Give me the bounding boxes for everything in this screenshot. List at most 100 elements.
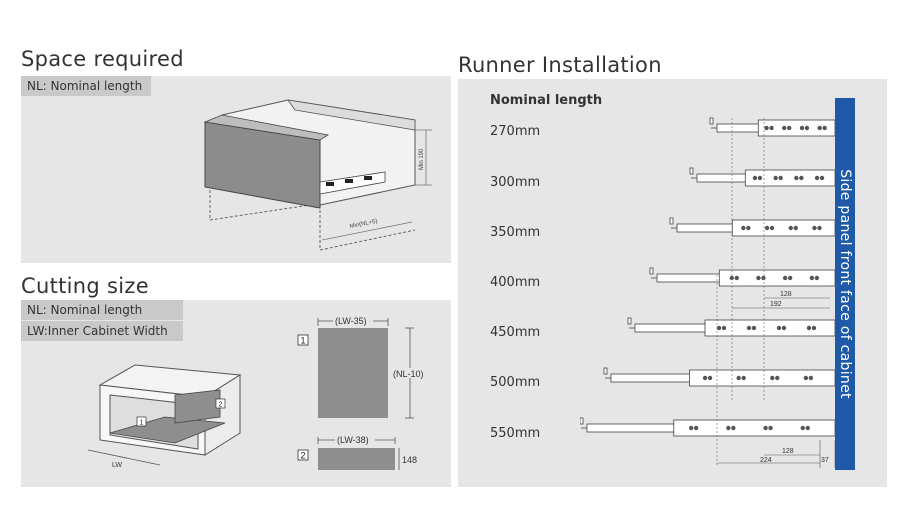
- runner-hole-6-3: [800, 425, 805, 431]
- runner-hole-4-3: [806, 325, 812, 331]
- runner-hook-4: [627, 317, 632, 325]
- part-2-diagram: 2 (LW-38) 148: [297, 434, 417, 470]
- size-400: 400mm: [490, 275, 541, 290]
- side-panel-bar: Side panel front face of cabinet: [835, 98, 855, 470]
- runner-hole-b-3-0: [734, 275, 739, 281]
- runner-hole-4-0: [716, 325, 722, 331]
- cabinet-cutting-diagram: 1 2 LW: [87, 364, 242, 469]
- runner-hole-6-0: [688, 425, 694, 431]
- runner-hole-b-5-1: [741, 375, 746, 381]
- runner-hole-b-1-3: [819, 175, 825, 181]
- runner-hole-6-1: [726, 425, 731, 431]
- runner-hole-b-5-3: [808, 375, 814, 381]
- runner-hole-b-6-2: [768, 425, 773, 431]
- dim-550-128: 128: [782, 448, 794, 455]
- runner-hole-3-2: [782, 275, 788, 281]
- runner-hole-4-1: [746, 325, 752, 331]
- side-panel-label: Side panel front face of cabinet: [837, 169, 853, 399]
- bottom-panel-shape: [109, 416, 226, 444]
- nominal-length-tag-2: NL: Nominal length: [21, 300, 183, 320]
- runner-hole-b-6-1: [731, 425, 736, 431]
- part-1-diagram: 1 (LW-35) (NL-10): [297, 315, 430, 419]
- runner-hole-1-0: [752, 175, 758, 181]
- runner-hole-b-0-1: [787, 125, 792, 131]
- nominal-length-header: Nominal length: [490, 93, 603, 108]
- runner-hole-4-2: [776, 325, 782, 331]
- cutting-size-title: Cutting size: [21, 274, 149, 298]
- runner-hole-5-2: [770, 375, 775, 381]
- part-1-height-label: (NL-10): [393, 369, 424, 379]
- size-300: 300mm: [490, 175, 541, 190]
- runner-hole-6-2: [763, 425, 768, 431]
- runner-hole-b-2-0: [746, 225, 751, 231]
- runner-hole-b-4-2: [781, 325, 787, 331]
- runner-hole-b-0-0: [769, 125, 774, 131]
- dim-550-224: 224: [760, 457, 772, 464]
- size-500: 500mm: [490, 375, 541, 390]
- runner-hole-b-5-2: [775, 375, 780, 381]
- runner-hole-2-0: [741, 225, 746, 231]
- runner-hook-5: [603, 367, 608, 375]
- runner-installation-title: Runner Installation: [458, 53, 662, 77]
- runner-hole-2-1: [764, 225, 770, 231]
- lw-label: LW: [112, 462, 122, 469]
- runner-hole-b-4-0: [721, 325, 727, 331]
- bottom-panel-rect: [318, 328, 388, 418]
- length-dim-label: Min(NL+5): [349, 219, 378, 230]
- part-2-height-label: 148: [402, 455, 417, 465]
- runner-hole-b-2-3: [817, 225, 822, 231]
- runner-hole-b-1-1: [778, 175, 783, 181]
- runner-hole-b-4-3: [811, 325, 817, 331]
- runner-hole-3-3: [809, 275, 815, 281]
- runner-hole-b-0-3: [822, 125, 827, 131]
- runner-diagram: 128 192 128 224 37: [580, 117, 836, 468]
- runner-hole-b-2-1: [769, 225, 775, 231]
- part-2-width-label: (LW-38): [337, 435, 369, 445]
- dim-400-192: 192: [770, 301, 782, 308]
- runner-hook-6: [580, 417, 584, 425]
- runner-hole-1-1: [773, 175, 778, 181]
- runner-hook-2: [669, 217, 674, 225]
- drawer-space-diagram: Min 190 Min(NL+5): [203, 99, 432, 251]
- runner-hole-b-1-0: [757, 175, 763, 181]
- runner-hole-b-1-2: [799, 175, 804, 181]
- runner-hole-5-0: [702, 375, 708, 381]
- bottom-panel-num: 1: [140, 420, 144, 427]
- back-panel-rect: [318, 448, 395, 470]
- runner-hole-b-6-3: [805, 425, 810, 431]
- size-550: 550mm: [490, 426, 541, 441]
- part-2-num: 2: [301, 451, 306, 461]
- size-350: 350mm: [490, 225, 541, 240]
- back-panel-num: 2: [219, 402, 223, 409]
- runner-hole-b-3-3: [814, 275, 820, 281]
- runner-hole-1-2: [794, 175, 799, 181]
- runner-hole-b-0-2: [804, 125, 810, 131]
- runner-hole-2-3: [812, 225, 817, 231]
- runner-hole-1-3: [814, 175, 820, 181]
- runner-hole-b-5-0: [707, 375, 713, 381]
- part-1-width-label: (LW-35): [335, 316, 367, 326]
- nominal-length-tag: NL: Nominal length: [21, 76, 151, 96]
- part-1-num: 1: [301, 336, 306, 346]
- runner-hole-5-3: [803, 375, 809, 381]
- space-required-title: Space required: [21, 47, 184, 71]
- runner-hole-b-6-0: [693, 425, 699, 431]
- runner-hole-b-2-2: [793, 225, 798, 231]
- runner-hook-3: [649, 267, 654, 275]
- runner-hole-b-3-2: [787, 275, 793, 281]
- runner-hole-5-1: [736, 375, 741, 381]
- dim-550-37: 37: [821, 457, 829, 464]
- runner-hook-1: [689, 167, 694, 175]
- runner-hole-2-2: [788, 225, 793, 231]
- height-dim-label: Min 190: [419, 148, 425, 170]
- runner-hole-0-2: [799, 125, 805, 131]
- runner-hole-3-1: [756, 275, 761, 281]
- back-panel-shape: [174, 389, 221, 424]
- runner-hole-0-3: [817, 125, 822, 131]
- runner-hole-0-1: [782, 125, 787, 131]
- size-450: 450mm: [490, 325, 541, 340]
- runner-hole-0-0: [764, 125, 769, 131]
- dim-400-128: 128: [780, 291, 792, 298]
- inner-cabinet-width-tag: LW:Inner Cabinet Width: [21, 321, 183, 341]
- runner-hole-b-3-1: [761, 275, 766, 281]
